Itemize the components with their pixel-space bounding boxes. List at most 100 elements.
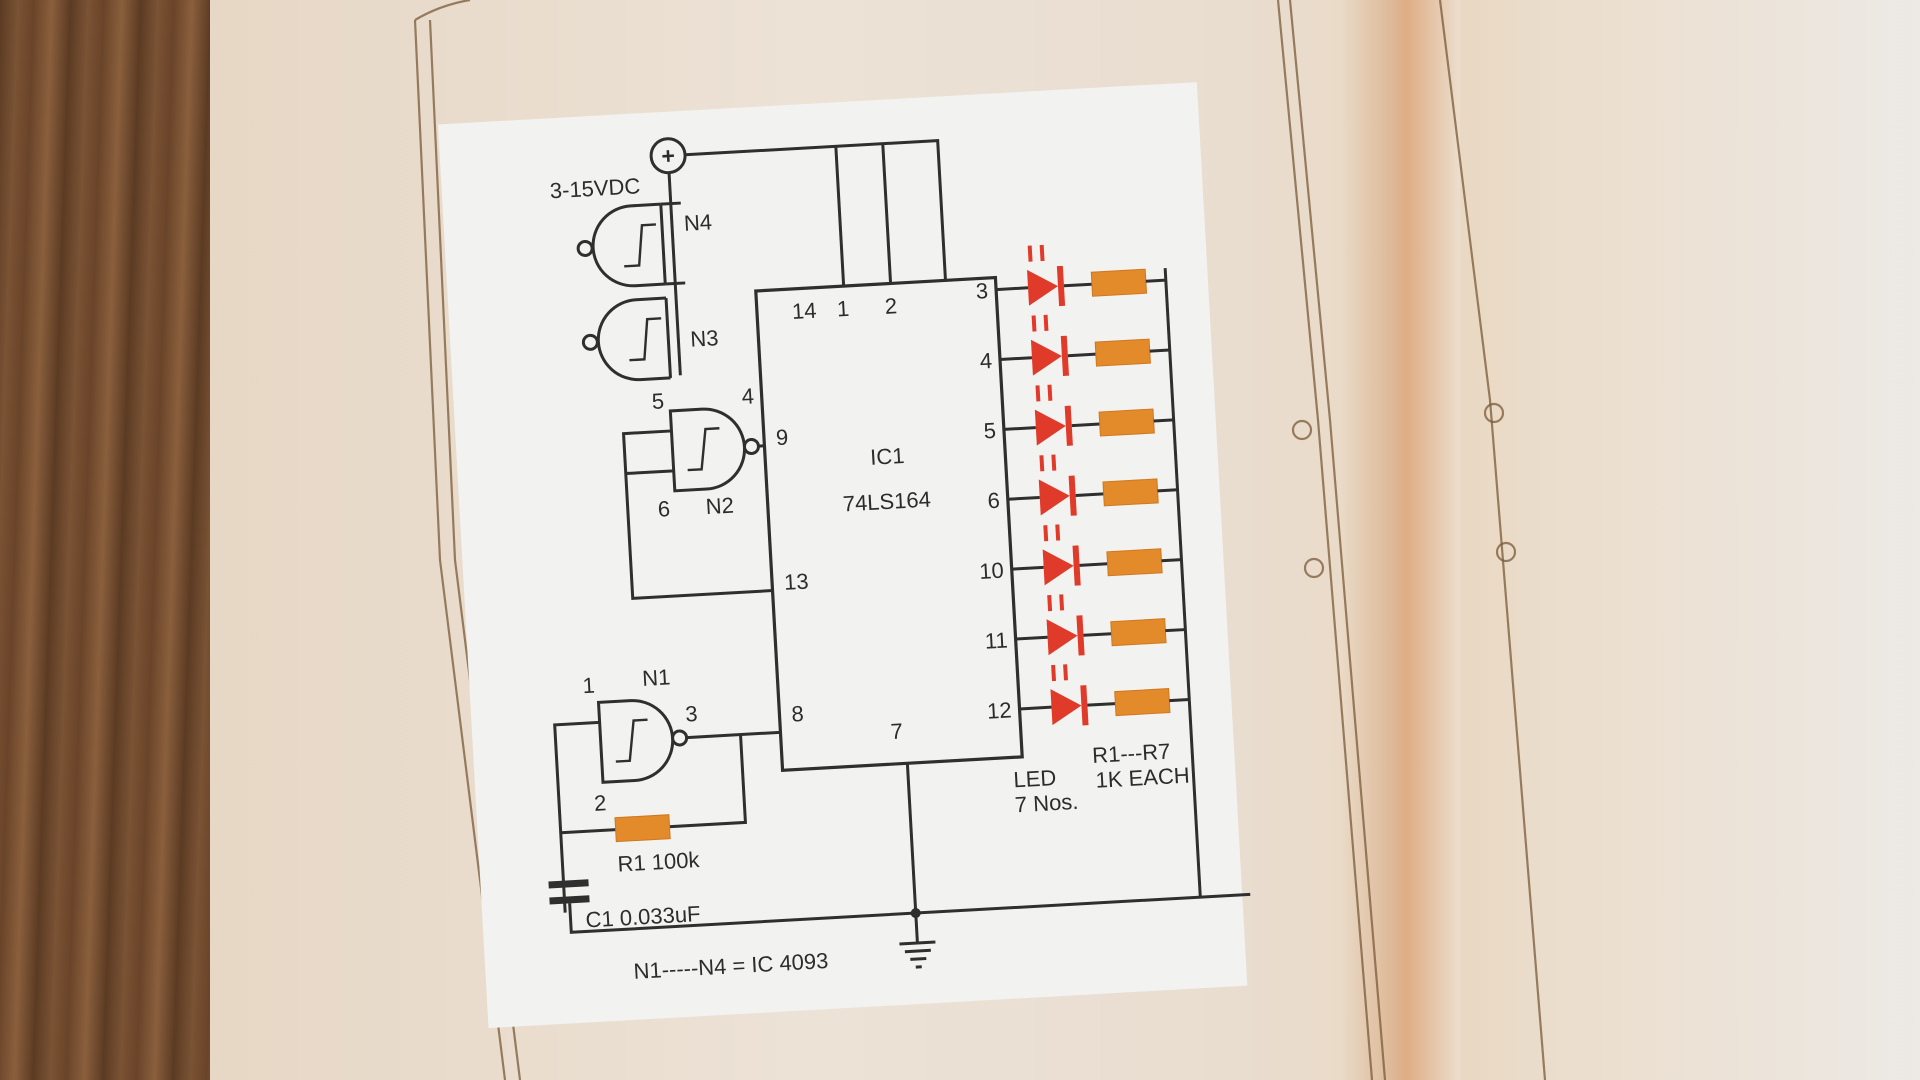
led-row: 6	[987, 454, 1178, 516]
right-page	[1460, 0, 1920, 1080]
ic1-box	[754, 275, 1024, 772]
output-wire	[999, 356, 1033, 361]
n2-pin-6: 6	[657, 496, 671, 522]
unused-gate-supply	[667, 172, 682, 376]
junction-dot	[910, 908, 921, 919]
capacitor-plate	[548, 879, 589, 889]
resistor-wire	[1157, 488, 1178, 493]
led-cathode-bar	[1060, 335, 1069, 376]
ic-output-pin-label: 10	[979, 558, 1005, 584]
ic-output-pin-label: 12	[986, 697, 1012, 723]
ic-pin-13: 13	[783, 569, 809, 595]
output-resistor	[1102, 478, 1159, 507]
gate-n3-label: N3	[690, 325, 719, 352]
led-cathode-bar	[1068, 475, 1077, 516]
pin1-wire	[834, 146, 846, 287]
frame-ornament	[1483, 402, 1505, 424]
resistor-wire	[1153, 418, 1174, 423]
output-wire	[1003, 426, 1036, 431]
inverter-bubble-icon	[671, 729, 689, 747]
supply-rail	[684, 139, 947, 281]
ground-rail	[568, 892, 1251, 934]
gate-n4: N4	[576, 201, 713, 288]
led-wire	[1067, 352, 1096, 358]
led-emission-icon	[1027, 244, 1045, 262]
supply-symbol: +	[661, 142, 676, 169]
output-resistor	[1106, 548, 1163, 577]
led-cathode-bar	[1080, 685, 1089, 726]
gate-n2: 5 4 6 N2	[621, 383, 773, 600]
led-row: 10	[979, 524, 1182, 586]
output-resistor	[1094, 338, 1151, 367]
resistor-wire	[1161, 558, 1182, 563]
led-cathode-bar	[1056, 265, 1066, 307]
led-label: LED	[1013, 765, 1057, 792]
led-row: 4	[979, 314, 1170, 376]
n1-pin-1: 1	[582, 673, 596, 699]
output-wire	[1011, 565, 1044, 571]
led-row: 12	[986, 664, 1190, 726]
led-wire	[1079, 562, 1108, 567]
gate-n1-label: N1	[642, 664, 671, 691]
led-diode-icon	[1034, 409, 1066, 446]
ic-pin-14: 14	[791, 298, 817, 324]
led-cathode-bar	[1072, 545, 1081, 586]
led-wire	[1075, 492, 1104, 497]
ic-output-pin-label: 6	[987, 488, 1001, 514]
resistor-wire	[1169, 697, 1190, 703]
led-diode-icon	[1027, 269, 1058, 306]
resistor-array-label: R1---R7	[1092, 739, 1172, 768]
book-spine-shadow	[1340, 0, 1460, 1080]
output-resistor	[1090, 268, 1148, 297]
led-cathode-bar	[1064, 405, 1073, 446]
ic-output-pin-label: 3	[975, 278, 989, 304]
gate-n3: N3	[581, 296, 719, 382]
inverter-bubble-icon	[742, 437, 760, 455]
gate-n1: 1 N1 3 2	[553, 664, 781, 913]
ic-pin-9: 9	[775, 424, 789, 450]
schematic-sheet: + 3-15VDC N4 N3 14 1 2 IC1 74LS164	[437, 82, 1251, 1029]
resistor-value-label: 1K EACH	[1095, 763, 1190, 793]
output-resistor	[1098, 408, 1155, 437]
led-emission-icon	[1031, 314, 1049, 332]
output-resistor	[1114, 688, 1171, 717]
led-wire	[1083, 632, 1112, 637]
output-wire	[1019, 705, 1052, 711]
output-common-rail	[1163, 268, 1202, 898]
led-wire	[1063, 282, 1093, 288]
led-cathode-bar	[1076, 615, 1085, 656]
resistor-wire	[1149, 348, 1170, 353]
ic-output-pin-label: 11	[984, 628, 1008, 654]
output-wire	[1007, 495, 1040, 501]
frame-ornament	[1291, 419, 1313, 441]
ic-pin-2: 2	[884, 293, 898, 319]
ic-output-pin-label: 5	[983, 418, 997, 444]
resistor-wire	[1165, 628, 1186, 633]
led-row: 11	[984, 594, 1186, 656]
frame-ornament	[1303, 557, 1325, 579]
led-diode-icon	[1050, 689, 1082, 726]
inverter-bubble-icon	[576, 239, 594, 257]
led-emission-icon	[1043, 524, 1061, 542]
inverter-bubble-icon	[581, 333, 599, 351]
capacitor-plate	[549, 895, 590, 905]
output-wire	[1015, 635, 1048, 641]
led-quantity-label: 7 Nos.	[1014, 789, 1079, 818]
led-emission-icon	[1051, 664, 1068, 682]
led-diode-icon	[1038, 479, 1070, 516]
resistor-r1-label: R1 100k	[617, 847, 701, 877]
led-diode-icon	[1046, 619, 1078, 656]
led-emission-icon	[1047, 594, 1065, 612]
led-output-array: 3 4 5 6 10 11 12	[975, 244, 1190, 726]
gate-n4-label: N4	[683, 209, 712, 236]
led-diode-icon	[1030, 339, 1062, 376]
n2-pin-4: 4	[741, 383, 755, 409]
led-diode-icon	[1042, 549, 1074, 586]
gate-n2-label: N2	[705, 493, 734, 520]
resistor-wire	[1145, 278, 1166, 283]
led-emission-icon	[1035, 384, 1053, 402]
ic-pin-1: 1	[836, 296, 850, 322]
led-wire	[1071, 422, 1100, 428]
led-emission-icon	[1039, 454, 1057, 472]
output-wire	[995, 286, 1029, 292]
